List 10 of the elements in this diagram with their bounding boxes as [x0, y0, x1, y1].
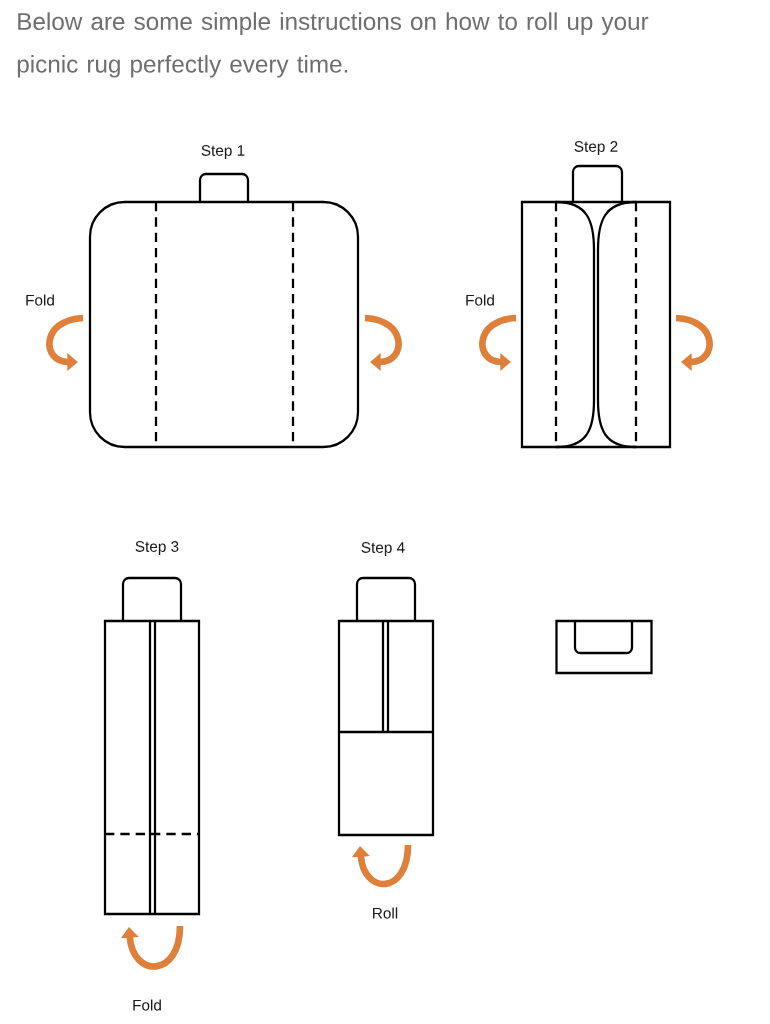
step-heading: Step 2	[574, 141, 618, 155]
action-label: Fold	[133, 999, 161, 1011]
action-label: Roll	[373, 907, 398, 919]
rolled-rug-drawing	[555, 619, 653, 675]
action-label: Fold	[26, 294, 54, 306]
intro-paragraph: Below are some simple instructions on how to roll up your picnic rug perfectly every time.	[17, 12, 649, 78]
action-label: Fold	[466, 294, 494, 306]
step-heading: Step 4	[361, 542, 405, 556]
step-heading: Step 1	[201, 145, 245, 159]
step-heading: Step 3	[135, 541, 179, 555]
